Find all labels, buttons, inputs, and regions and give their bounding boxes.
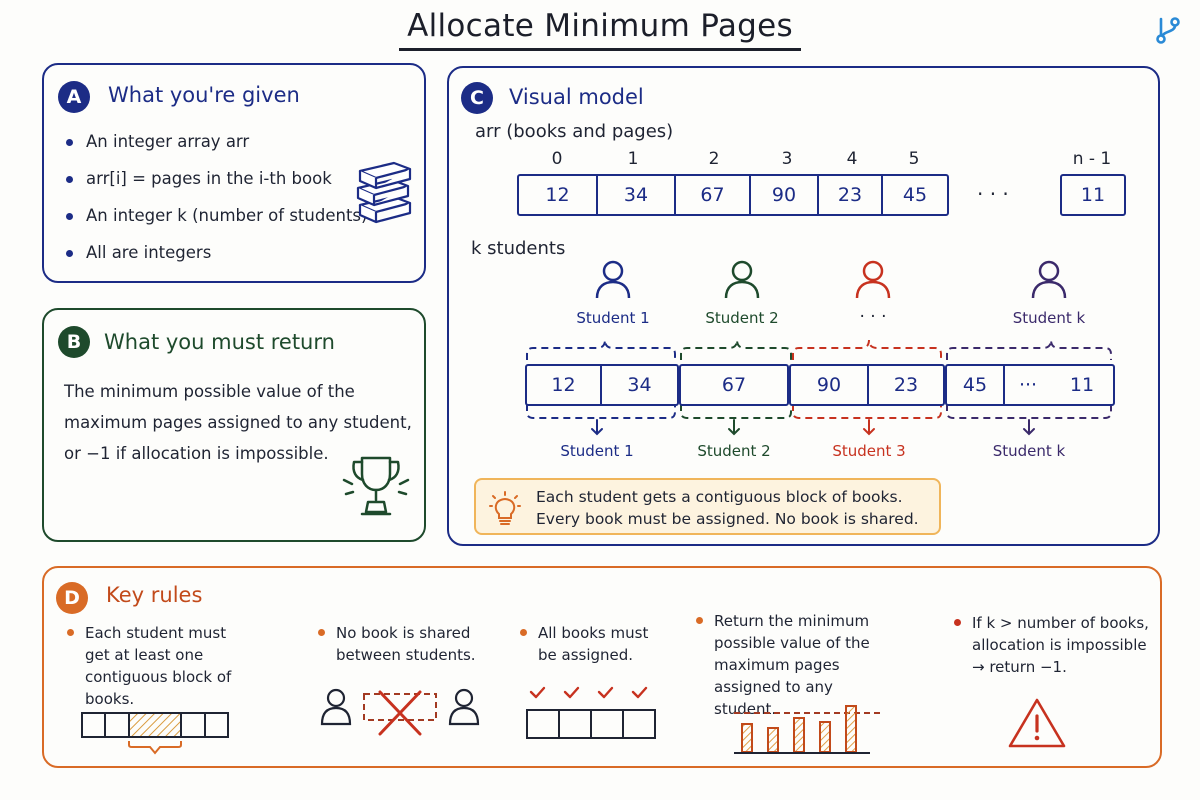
- array-cell: 23: [819, 176, 883, 214]
- rule-item: If k > number of books, allocation is im…: [954, 612, 1152, 678]
- books-stack-icon: [356, 161, 412, 224]
- array-cell: 45: [902, 184, 928, 206]
- group-student-3: 90 23: [789, 364, 945, 406]
- index-label: 4: [846, 149, 858, 169]
- index-label: 0: [551, 149, 563, 169]
- k-students-label: k students: [471, 238, 566, 259]
- rule-bullet: [67, 629, 74, 636]
- title-wrap: Allocate Minimum Pages: [0, 8, 1200, 51]
- panel-b-title: What you must return: [104, 330, 335, 354]
- index-label: 5: [908, 149, 920, 169]
- grouping-braces: [526, 339, 1112, 436]
- student-top-label: Student 2: [705, 309, 779, 327]
- group-student-k: 45 ··· 11: [945, 364, 1115, 406]
- array-cell: 90: [751, 176, 819, 214]
- rule-item: Return the minimum possible value of the…: [696, 610, 894, 720]
- lightbulb-icon: [489, 491, 521, 525]
- page-title: Allocate Minimum Pages: [399, 8, 801, 51]
- trophy-icon: [342, 456, 410, 516]
- group-cell: 12: [527, 366, 602, 404]
- contiguous-note: Each student gets a contiguous block of …: [474, 478, 941, 535]
- rule-bullet: [696, 617, 703, 624]
- person-icon: [855, 260, 891, 299]
- contiguous-block-illustration: [81, 712, 229, 755]
- rule-text: Return the minimum possible value of the…: [714, 612, 870, 718]
- panel-return: B What you must return The minimum possi…: [42, 308, 426, 542]
- note-line-2: Every book must be assigned. No book is …: [536, 510, 919, 528]
- rule-text: If k > number of books, allocation is im…: [972, 614, 1149, 676]
- badge-c: C: [461, 82, 493, 114]
- group-label: Student 3: [832, 442, 906, 460]
- index-label: 2: [708, 149, 720, 169]
- badge-a: A: [58, 81, 90, 113]
- group-cell: 45: [947, 366, 1005, 404]
- array-cell: 11: [1080, 184, 1106, 206]
- arr-label: arr (books and pages): [475, 121, 674, 142]
- group-cell: 34: [627, 374, 652, 396]
- person-icon: [1031, 260, 1067, 299]
- index-label: n - 1: [1072, 149, 1112, 169]
- return-description: The minimum possible value of the maximu…: [64, 382, 412, 463]
- group-student-2: 67: [679, 364, 789, 406]
- group-cell: 67: [721, 374, 747, 396]
- panel-a-title: What you're given: [108, 83, 300, 107]
- warning-icon: [1008, 698, 1066, 748]
- index-label: 3: [781, 149, 793, 169]
- rule-item: All books must be assigned.: [520, 622, 658, 666]
- group-label: Student 1: [560, 442, 634, 460]
- rule-text: All books must be assigned.: [538, 624, 649, 664]
- given-item: An integer array arr: [62, 123, 367, 160]
- given-item: An integer k (number of students): [62, 197, 367, 234]
- student-top-label: · · ·: [859, 307, 887, 327]
- array-last-cell-box: 11: [1060, 174, 1126, 216]
- badge-b: B: [58, 326, 90, 358]
- index-label: 1: [627, 149, 639, 169]
- array-ellipsis: · · ·: [977, 182, 1009, 206]
- panel-visual-model: C Visual model arr (books and pages) 0 1…: [447, 66, 1160, 546]
- group-cell: ···: [1018, 374, 1038, 396]
- given-item: arr[i] = pages in the i-th book: [62, 160, 367, 197]
- group-cell: 23: [893, 374, 919, 396]
- rule-bullet: [954, 619, 961, 626]
- rule-text: No book is shared between students.: [336, 624, 476, 664]
- branch-icon: [1156, 17, 1180, 44]
- rule-item: No book is shared between students.: [318, 622, 486, 666]
- panel-key-rules: D Key rules Each student must get at lea…: [42, 566, 1162, 768]
- rule-bullet: [318, 629, 325, 636]
- panel-d-title: Key rules: [106, 583, 203, 607]
- array-cell: 67: [676, 176, 751, 214]
- group-cell: 90: [791, 366, 869, 404]
- array-row: 12 34 67 90 23 45: [517, 174, 949, 216]
- panel-c-title: Visual model: [509, 85, 644, 109]
- max-pages-bars-illustration: [734, 705, 882, 754]
- rule-bullet: [520, 629, 527, 636]
- rule-text: Each student must get at least one conti…: [85, 624, 232, 708]
- rule-item: Each student must get at least one conti…: [67, 622, 235, 710]
- group-student-1: 12 34: [525, 364, 679, 406]
- group-label: Student 2: [697, 442, 771, 460]
- group-cell: 11: [1069, 374, 1095, 396]
- person-icon: [595, 260, 631, 299]
- student-top-label: Student 1: [576, 309, 650, 327]
- given-item: All are integers: [62, 234, 367, 271]
- panel-given: A What you're given An integer array arr…: [42, 63, 426, 283]
- person-icon: [724, 260, 760, 299]
- array-cell: 34: [598, 176, 676, 214]
- note-line-1: Each student gets a contiguous block of …: [536, 488, 903, 506]
- array-cell: 12: [519, 176, 598, 214]
- badge-d: D: [56, 582, 88, 614]
- group-label: Student k: [992, 442, 1066, 460]
- not-shared-illustration: [320, 688, 480, 736]
- student-top-label: Student k: [1012, 309, 1086, 327]
- given-list: An integer array arr arr[i] = pages in t…: [62, 123, 367, 271]
- all-assigned-illustration: [526, 686, 656, 739]
